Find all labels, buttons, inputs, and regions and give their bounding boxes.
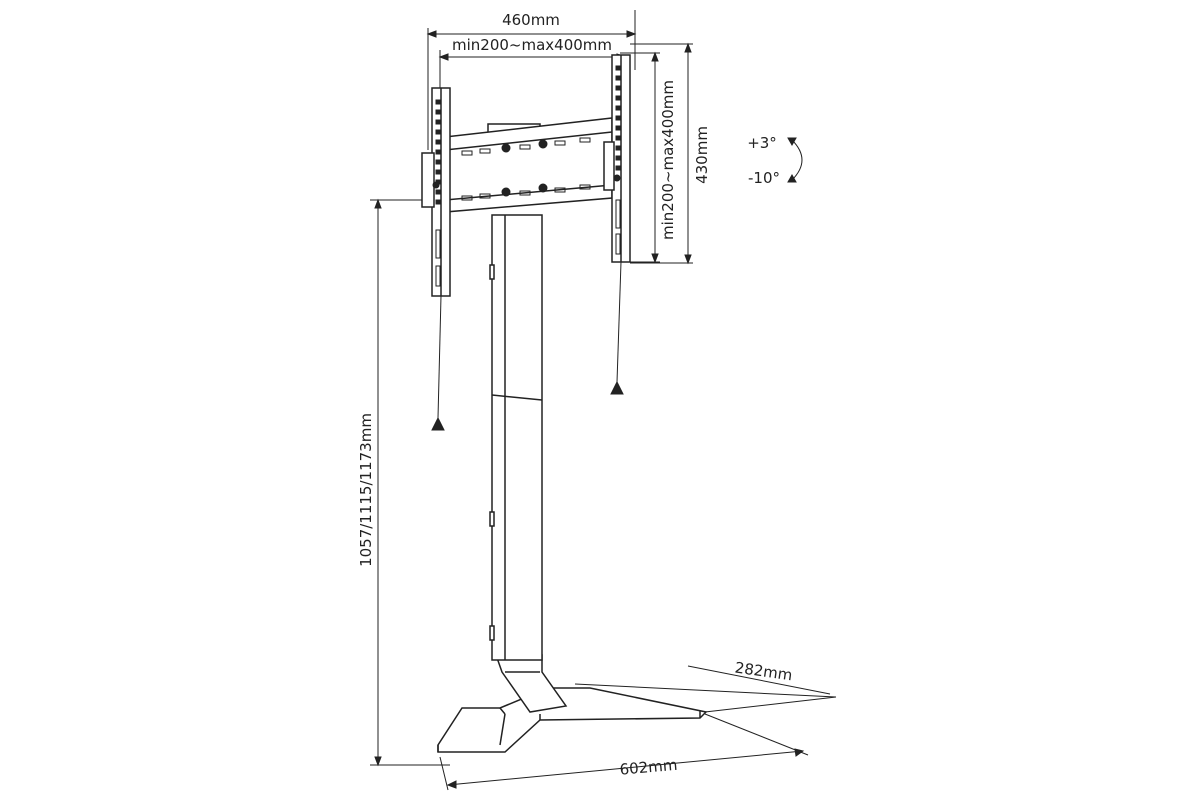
label-bracket-height: 430mm	[693, 126, 711, 184]
mounting-plate	[444, 117, 613, 213]
stand-neck	[494, 654, 568, 713]
label-vesa-horizontal: min200~max400mm	[452, 36, 612, 54]
dimension-total-width: 460mm	[426, 10, 637, 150]
stand-base	[437, 687, 708, 753]
dimension-bracket-height: 430mm	[630, 42, 711, 265]
dimension-vesa-horizontal: min200~max400mm	[438, 36, 627, 95]
label-base-depth: 282mm	[734, 659, 794, 685]
tilt-indicator: +3° -10°	[747, 134, 803, 187]
label-base-width: 602mm	[619, 756, 678, 779]
label-vesa-vertical: min200~max400mm	[659, 80, 677, 240]
label-total-width: 460mm	[502, 11, 560, 29]
dimension-stand-height: 1057/1115/1173mm	[357, 198, 450, 767]
label-tilt-down: -10°	[748, 169, 780, 187]
tilt-arrow-icon	[791, 139, 803, 181]
left-mounting-rail	[421, 87, 451, 431]
dimension-base-depth: 282mm	[574, 659, 837, 713]
right-mounting-rail	[603, 54, 631, 395]
label-stand-height: 1057/1115/1173mm	[357, 413, 375, 567]
dimension-base-width: 602mm	[439, 713, 809, 791]
plate-slots	[461, 137, 591, 201]
label-tilt-up: +3°	[747, 134, 777, 152]
stand-column	[489, 214, 543, 661]
